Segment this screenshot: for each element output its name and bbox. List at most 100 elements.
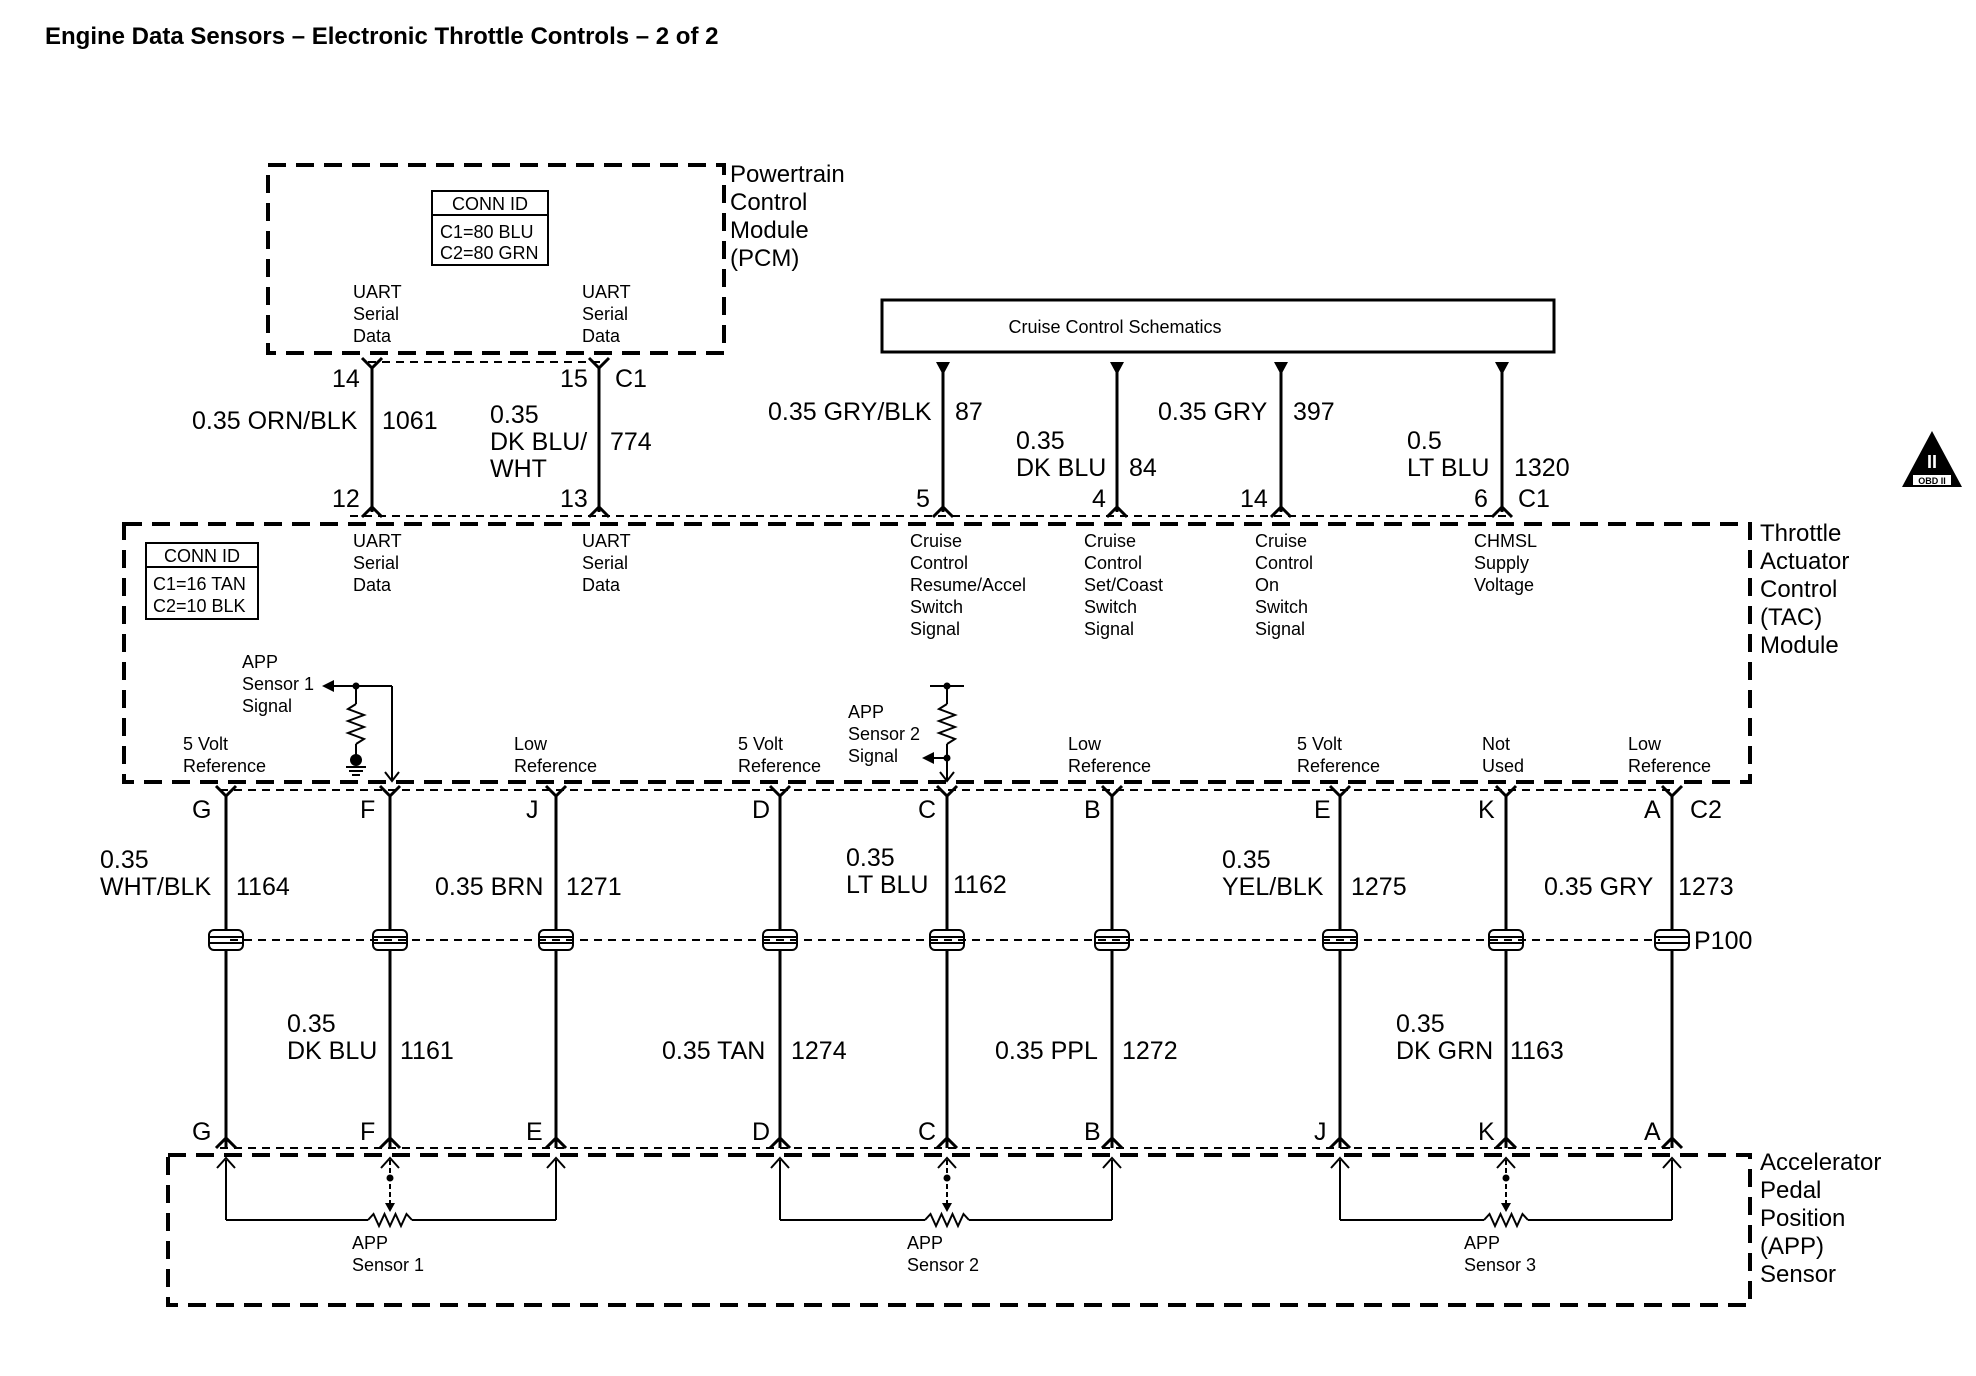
app-sensor-1-potentiometer-icon bbox=[216, 1156, 566, 1229]
tac-c1-label-14-1: Cruise bbox=[1255, 531, 1307, 551]
app-sensor-2-label-2: Sensor 2 bbox=[907, 1255, 979, 1275]
wire-774-size-3: WHT bbox=[490, 455, 547, 483]
pcm-name-line-3: Module bbox=[730, 217, 809, 244]
app-name-line-1: Accelerator bbox=[1760, 1149, 1881, 1176]
c2-harness: G F J D C B E K A C2 0.35 WHT/BLK 1164 0… bbox=[100, 784, 1752, 1150]
tac-name-line-3: Control bbox=[1760, 576, 1837, 603]
wire-1163-size-2: DK GRN bbox=[1396, 1037, 1493, 1065]
wire-1061-size: 0.35 ORN/BLK bbox=[192, 407, 358, 435]
wire-1320-circuit: 1320 bbox=[1514, 454, 1570, 482]
tac-c2-label-b-1: Low bbox=[1068, 734, 1102, 754]
wire-1163-size-1: 0.35 bbox=[1396, 1010, 1445, 1038]
tac-c1-label-13-2: Serial bbox=[582, 553, 628, 573]
tac-c1-label-4-1: Cruise bbox=[1084, 531, 1136, 551]
wire-774-size-2: DK BLU/ bbox=[490, 428, 587, 456]
p100-terminal-icon bbox=[208, 929, 244, 951]
wire-1275-size-2: YEL/BLK bbox=[1222, 873, 1324, 901]
tac-c1-label-5-4: Switch bbox=[910, 597, 963, 617]
tac-c2-label-j-2: Reference bbox=[514, 756, 597, 776]
tac-c1-label-4-3: Set/Coast bbox=[1084, 575, 1163, 595]
tac-pin-12: 12 bbox=[332, 485, 360, 513]
pcm-pin15-label-2: Serial bbox=[582, 304, 628, 324]
app-sensor-3-label-1: APP bbox=[1464, 1233, 1500, 1253]
app-name-line-2: Pedal bbox=[1760, 1177, 1821, 1204]
tac-c1-label-5-1: Cruise bbox=[910, 531, 962, 551]
tac-c1-label-4-5: Signal bbox=[1084, 619, 1134, 639]
wire-1163-circuit: 1163 bbox=[1510, 1037, 1564, 1065]
app-sensor-2-label-1: APP bbox=[907, 1233, 943, 1253]
wire-1164-circuit: 1164 bbox=[236, 873, 290, 901]
tac-c2-label-d-1: 5 Volt bbox=[738, 734, 783, 754]
wire-87-circuit: 87 bbox=[955, 398, 983, 426]
tac-c2-label-e-1: 5 Volt bbox=[1297, 734, 1342, 754]
harness-wire-2 bbox=[372, 784, 408, 1150]
wire-1271-circuit: 1271 bbox=[566, 873, 622, 901]
app-pin-e: E bbox=[526, 1118, 543, 1146]
tac-c1-label-5-3: Resume/Accel bbox=[910, 575, 1026, 595]
tac-c1-label-6-3: Voltage bbox=[1474, 575, 1534, 595]
tac-c1-label-12-3: Data bbox=[353, 575, 392, 595]
app-pin-a: A bbox=[1644, 1118, 1661, 1146]
pcm-pin14-label-1: UART bbox=[353, 282, 402, 302]
pcm-name-line-4: (PCM) bbox=[730, 245, 799, 272]
wire-1271-size: 0.35 BRN bbox=[435, 873, 543, 901]
tac-c2-pin-k: K bbox=[1478, 796, 1495, 824]
tac-conn-id-c1: C1=16 TAN bbox=[153, 574, 246, 594]
wire-1272-circuit: 1272 bbox=[1122, 1037, 1178, 1065]
pcm-pin15-label-1: UART bbox=[582, 282, 631, 302]
pcm-module: Powertrain Control Module (PCM) CONN ID … bbox=[266, 161, 845, 393]
tac-c2-label-g-2: Reference bbox=[183, 756, 266, 776]
app-pin-j: J bbox=[1314, 1118, 1327, 1146]
wire-1162-circuit: 1162 bbox=[953, 871, 1007, 899]
wire-1275-size-1: 0.35 bbox=[1222, 846, 1271, 874]
pcm-name-line-1: Powertrain bbox=[730, 161, 845, 188]
tac-c2-label-a-1: Low bbox=[1628, 734, 1662, 754]
tac-c1-label-4-4: Switch bbox=[1084, 597, 1137, 617]
wire-1161-size-2: DK BLU bbox=[287, 1037, 377, 1065]
app2-pullup-resistor-icon bbox=[922, 682, 964, 783]
wire-1320-size-2: LT BLU bbox=[1407, 454, 1489, 482]
harness-wire-9 bbox=[1654, 784, 1690, 1150]
app2-signal-label-3: Signal bbox=[848, 746, 898, 766]
tac-connector-c1: C1 bbox=[1518, 485, 1550, 513]
tac-c1-label-14-3: On bbox=[1255, 575, 1279, 595]
pcm-pin-14: 14 bbox=[332, 365, 360, 393]
tac-name-line-1: Throttle bbox=[1760, 520, 1841, 547]
cruise-control-schematics-box[interactable]: Cruise Control Schematics bbox=[880, 298, 1556, 354]
tac-c2-label-g-1: 5 Volt bbox=[183, 734, 228, 754]
tac-c1-label-14-2: Control bbox=[1255, 553, 1313, 573]
wire-87-size: 0.35 GRY/BLK bbox=[768, 398, 932, 426]
tac-pin-14: 14 bbox=[1240, 485, 1268, 513]
app1-signal-label-2: Sensor 1 bbox=[242, 674, 314, 694]
tac-name-line-2: Actuator bbox=[1760, 548, 1849, 575]
wire-1320-size-1: 0.5 bbox=[1407, 427, 1442, 455]
wire-1164-size-1: 0.35 bbox=[100, 846, 149, 874]
tac-c1-label-12-1: UART bbox=[353, 531, 402, 551]
wire-1164-size-2: WHT/BLK bbox=[100, 873, 211, 901]
tac-c1-label-13-1: UART bbox=[582, 531, 631, 551]
upper-wires: 0.35 ORN/BLK 1061 12 0.35 DK BLU/ WHT 77… bbox=[192, 356, 1570, 519]
app-sensor-1-label-1: APP bbox=[352, 1233, 388, 1253]
pcm-name-line-2: Control bbox=[730, 189, 807, 216]
tac-c1-label-6-2: Supply bbox=[1474, 553, 1529, 573]
tac-c1-label-4-2: Control bbox=[1084, 553, 1142, 573]
app-name-line-4: (APP) bbox=[1760, 1233, 1824, 1260]
tac-c2-pin-f: F bbox=[360, 796, 375, 824]
tac-conn-id-c2: C2=10 BLK bbox=[153, 596, 246, 616]
tac-c1-label-14-4: Switch bbox=[1255, 597, 1308, 617]
cruise-control-schematics-label[interactable]: Cruise Control Schematics bbox=[1008, 317, 1221, 337]
app-sensor-module: Accelerator Pedal Position (APP) Sensor … bbox=[166, 1147, 1881, 1307]
app-pin-g: G bbox=[192, 1118, 211, 1146]
obd-ii-icon: II OBD II bbox=[1902, 431, 1962, 487]
tac-pin-5: 5 bbox=[916, 485, 930, 513]
tac-pin-6: 6 bbox=[1474, 485, 1488, 513]
tac-pin-4: 4 bbox=[1092, 485, 1106, 513]
tac-module: Throttle Actuator Control (TAC) Module C… bbox=[122, 515, 1849, 791]
tac-c2-label-j-1: Low bbox=[514, 734, 548, 754]
tac-c2-pin-a: A bbox=[1644, 796, 1661, 824]
tac-c2-pin-c: C bbox=[918, 796, 936, 824]
pcm-pin15-label-3: Data bbox=[582, 326, 621, 346]
tac-c2-label-k-2: Used bbox=[1482, 756, 1524, 776]
wire-774-circuit: 774 bbox=[610, 428, 652, 456]
app-sensor-1-label-2: Sensor 1 bbox=[352, 1255, 424, 1275]
